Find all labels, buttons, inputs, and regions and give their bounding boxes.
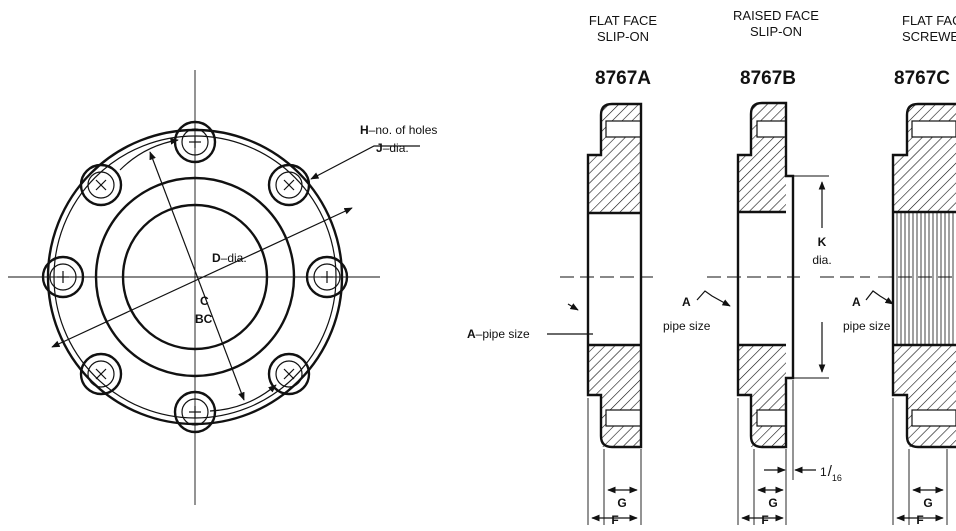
section-8767a: G F bbox=[560, 102, 653, 527]
pipe-size-c-letter: A bbox=[852, 295, 861, 309]
bolt-circle-dimension bbox=[149, 151, 245, 401]
pipe-size-label: A–pipe size bbox=[467, 327, 530, 341]
bolt-hole-lower-left bbox=[79, 352, 123, 396]
bolt-circle-label: BC bbox=[195, 312, 213, 326]
hole-dia-label: J–dia. bbox=[376, 141, 409, 155]
section-8767b: K dia. 1/16 G F A pipe size bbox=[663, 101, 870, 527]
pipe-size-b-text: pipe size bbox=[663, 319, 711, 333]
g-dim-c: G bbox=[923, 496, 932, 510]
section-8767c: G F A pipe size bbox=[843, 102, 956, 527]
f-dim-b: F bbox=[761, 513, 768, 527]
hole-count-leader bbox=[310, 145, 420, 180]
variant-headers: FLAT FACE SLIP-ON 8767A RAISED FACE SLIP… bbox=[589, 8, 956, 89]
variant-a-header-line1: FLAT FACE bbox=[589, 13, 657, 28]
variant-c-header-line1: FLAT FACE bbox=[902, 13, 956, 28]
bore-dia-label: D–dia. bbox=[212, 251, 247, 265]
variant-a-header-line2: SLIP-ON bbox=[597, 29, 649, 44]
bolt-hole-upper-right bbox=[267, 163, 311, 207]
holes-label: H–no. of holes bbox=[360, 123, 437, 137]
variant-b-header-line1: RAISED FACE bbox=[733, 8, 819, 23]
bolt-hole-lower-right bbox=[267, 352, 311, 396]
k-dim-text: dia. bbox=[812, 253, 831, 267]
outer-diameter-dimension bbox=[51, 207, 353, 348]
f-dim-c: F bbox=[916, 513, 923, 527]
center-label: C bbox=[200, 294, 209, 308]
bolt-circle-arc-top bbox=[119, 137, 179, 171]
variant-b-header-line2: SLIP-ON bbox=[750, 24, 802, 39]
variant-b-part-number: 8767B bbox=[740, 68, 796, 89]
bolt-hole-upper-left bbox=[79, 163, 123, 207]
pipe-size-b-letter: A bbox=[682, 295, 691, 309]
k-dim-letter: K bbox=[818, 235, 827, 249]
g-dim-a: G bbox=[617, 496, 626, 510]
pipe-size-c-text: pipe size bbox=[843, 319, 891, 333]
variant-a-part-number: 8767A bbox=[595, 68, 651, 89]
variant-c-header-line2: SCREWED bbox=[902, 29, 956, 44]
f-dim-a: F bbox=[611, 513, 618, 527]
front-view: H–no. of holes J–dia. D–dia. C BC A–pipe… bbox=[8, 70, 593, 505]
g-dim-b: G bbox=[768, 496, 777, 510]
variant-c-part-number: 8767C bbox=[894, 68, 950, 89]
bolt-circle-arc-bottom bbox=[209, 384, 277, 412]
raised-face-dim: 1/16 bbox=[820, 463, 842, 483]
